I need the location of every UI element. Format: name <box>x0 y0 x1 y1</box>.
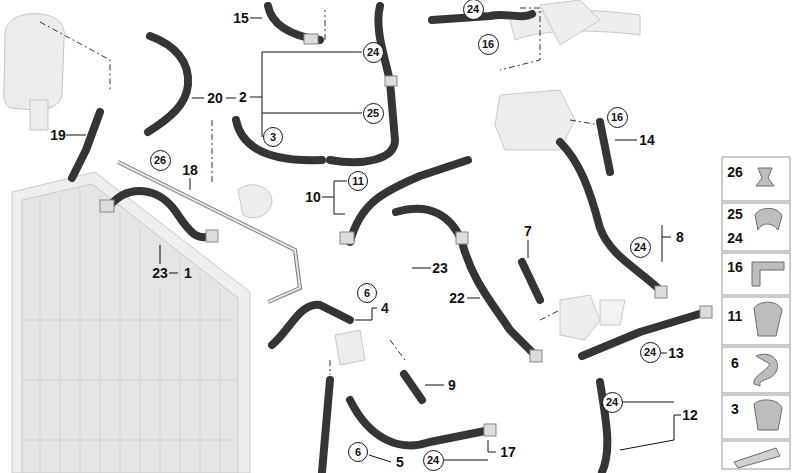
callout-number: 24 <box>467 4 479 15</box>
callout-circle: 16 <box>478 34 499 55</box>
part-number: 23 <box>431 260 449 276</box>
callout-number: 3 <box>270 132 276 143</box>
part-number: 20 <box>206 90 224 106</box>
callout-circle: 24 <box>602 392 623 413</box>
part-number: 22 <box>448 290 466 306</box>
part-table-number: 24 <box>726 230 744 246</box>
callout-number: 6 <box>355 447 361 458</box>
callout-number: 16 <box>611 112 623 123</box>
part-number: 5 <box>395 454 405 470</box>
part-number: 19 <box>49 127 67 143</box>
part-number: 7 <box>523 223 533 239</box>
callout-circle: 3 <box>263 127 283 147</box>
callout-number: 6 <box>364 288 370 299</box>
callout-circle: 16 <box>607 107 628 128</box>
callout-number: 25 <box>367 108 379 119</box>
callout-circle: 6 <box>348 442 368 462</box>
callout-circle: 24 <box>630 237 651 258</box>
callout-circle: 11 <box>348 171 368 191</box>
part-number: 8 <box>675 229 685 245</box>
callout-number: 26 <box>154 155 166 166</box>
part-number: 1 <box>183 265 193 281</box>
callout-number: 11 <box>352 176 364 187</box>
callout-circle: 25 <box>363 103 384 124</box>
part-table-number: 26 <box>726 164 744 180</box>
callout-number: 16 <box>482 39 494 50</box>
part-number: 15 <box>232 10 250 26</box>
part-number: 2 <box>238 89 248 105</box>
callout-number: 24 <box>644 347 656 358</box>
part-table-number: 3 <box>730 401 740 417</box>
part-table-number: 6 <box>730 355 740 371</box>
part-number: 13 <box>667 345 685 361</box>
part-number: 14 <box>638 132 656 148</box>
part-number: 17 <box>499 444 517 460</box>
part-number: 18 <box>181 162 199 178</box>
callout-circle: 24 <box>363 42 384 63</box>
part-number: 9 <box>447 377 457 393</box>
part-number: 23 <box>151 265 169 281</box>
callout-circle: 24 <box>640 342 661 363</box>
part-number: 4 <box>380 300 390 316</box>
part-table-number: 25 <box>726 206 744 222</box>
part-number: 12 <box>681 407 699 423</box>
callout-circle: 24 <box>423 450 444 471</box>
callout-circle: 6 <box>357 283 377 303</box>
part-table-number: 11 <box>727 308 744 324</box>
part-number: 10 <box>304 189 322 205</box>
callout-number: 24 <box>427 455 439 466</box>
callout-number: 24 <box>367 47 379 58</box>
callout-circle: 24 <box>463 0 484 20</box>
callout-number: 24 <box>634 242 646 253</box>
callout-circle: 26 <box>150 150 171 171</box>
part-table-number: 16 <box>726 259 744 275</box>
callout-number: 24 <box>606 397 618 408</box>
